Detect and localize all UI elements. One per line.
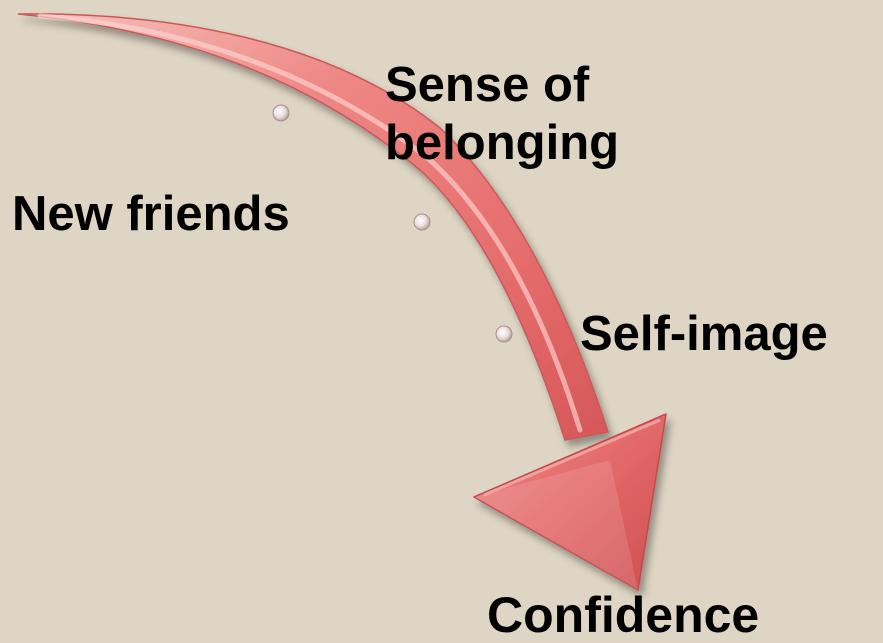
label-self-image: Self-image (580, 310, 828, 359)
label-new-friends: New friends (12, 190, 290, 239)
bead-marker (273, 105, 289, 121)
label-sense-of-belonging: Sense of belonging (385, 56, 685, 172)
bead-marker (414, 214, 430, 230)
arrow-head-facet (474, 460, 638, 590)
label-confidence: Confidence (487, 590, 759, 640)
bead-marker (496, 326, 512, 342)
